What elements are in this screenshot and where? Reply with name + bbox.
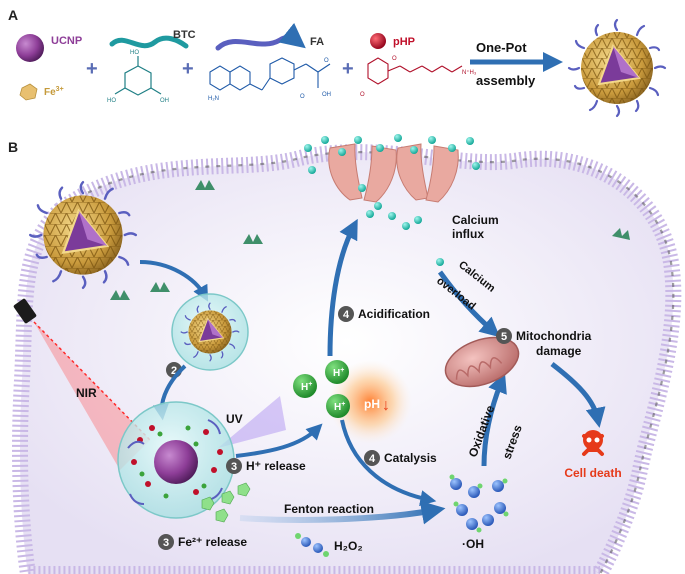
fe-release-label: Fe²⁺ release xyxy=(178,535,247,549)
fa-label: FA xyxy=(310,36,324,48)
ph-glow xyxy=(328,360,412,444)
calcium-ions xyxy=(304,134,480,266)
cell-death-label: Cell death xyxy=(564,466,621,480)
fa-strand-icon xyxy=(215,22,306,51)
php-label: pHP xyxy=(393,36,415,48)
svg-text:HO: HO xyxy=(130,50,139,56)
svg-text:H+: H+ xyxy=(301,381,312,393)
fa-structure: H₂N O OH O xyxy=(208,57,331,102)
step-4-cat-badge xyxy=(364,450,380,466)
step-4-cat-number: 4 xyxy=(369,453,376,465)
step-2-number: 2 xyxy=(171,365,177,377)
lysosome-h-dots xyxy=(139,425,207,499)
nir-label: NIR xyxy=(76,386,97,400)
membrane-inner-line xyxy=(59,151,675,574)
nir-beam xyxy=(34,322,150,470)
h-ion-1: H+ xyxy=(293,374,317,398)
svg-text:OH: OH xyxy=(160,98,169,104)
step-3-fe-badge xyxy=(158,534,174,550)
endocytosis-arrow xyxy=(139,260,209,302)
svg-text:H+: H+ xyxy=(334,401,345,413)
h-release-arrow xyxy=(235,423,323,458)
uv-label: UV xyxy=(226,412,243,426)
fe-label: Fe3+ xyxy=(44,86,64,98)
calcium-influx-label-2: influx xyxy=(452,227,484,241)
step-3-fe-number: 3 xyxy=(163,537,169,549)
oh-radicals xyxy=(449,474,509,533)
receptor-icons xyxy=(110,180,630,300)
step-3-h-number: 3 xyxy=(231,461,237,473)
plus-sign-2: + xyxy=(182,58,194,80)
step-5-number: 5 xyxy=(501,331,507,343)
uv-beam xyxy=(218,396,286,448)
calcium-overload-arrow xyxy=(437,270,501,338)
assembly-label: assembly xyxy=(476,73,536,88)
acidification-label: Acidification xyxy=(358,307,430,321)
calcium-channel xyxy=(328,143,459,203)
svg-text:HO: HO xyxy=(107,98,116,104)
ucnp-label: UCNP xyxy=(51,35,82,47)
panel-b-label: B xyxy=(8,139,18,155)
svg-text:H₂N: H₂N xyxy=(208,96,219,102)
step-5-badge xyxy=(496,328,512,344)
fenton-arrow xyxy=(239,500,446,525)
lysosome-php-dots xyxy=(131,425,223,495)
calcium-influx-label-1: Calcium xyxy=(452,213,499,227)
h-release-label: H⁺ release xyxy=(246,459,306,473)
ph-down-arrow: ↓ xyxy=(382,397,390,414)
btc-structure: HO HO OH xyxy=(107,50,169,104)
php-sphere-icon xyxy=(370,33,386,49)
fe-ions-released xyxy=(201,482,251,523)
svg-text:O: O xyxy=(324,58,329,64)
ph-label: pH xyxy=(364,397,380,411)
svg-text:O: O xyxy=(300,94,305,100)
onepot-label: One-Pot xyxy=(476,40,527,55)
mitochondrion-icon xyxy=(444,336,520,388)
mitochondria-label-1: Mitochondria xyxy=(516,329,592,343)
fe-crystal-icon xyxy=(19,83,38,101)
h-ion-2: H+ xyxy=(325,360,349,384)
svg-text:H+: H+ xyxy=(333,367,344,379)
catalysis-arrow xyxy=(340,419,437,506)
step-4-acid-badge xyxy=(338,306,354,322)
step-3-h-badge xyxy=(226,458,242,474)
php-structure: O O N⁺H₃ xyxy=(360,56,477,98)
panel-a-label: A xyxy=(8,7,18,23)
svg-text:N⁺H₃: N⁺H₃ xyxy=(462,69,477,76)
acidification-arrow xyxy=(327,218,358,357)
h2o2-label: H₂O₂ xyxy=(334,539,363,553)
plus-sign-3: + xyxy=(342,58,354,80)
btc-label: BTC xyxy=(173,29,196,41)
svg-text:O: O xyxy=(360,92,365,98)
lysosome-ucnp-core xyxy=(154,440,198,484)
panel-b: B Calcium influ xyxy=(0,130,685,574)
oxidative-stress-arrow xyxy=(481,372,507,467)
assembled-nanoparticle-icon xyxy=(567,18,667,118)
svg-text:OH: OH xyxy=(322,92,331,98)
fenton-label: Fenton reaction xyxy=(284,502,374,516)
panel-a: A UCNP Fe3+ + BTC HO HO OH + FA H₂N xyxy=(8,7,667,118)
laser-device-icon xyxy=(13,298,37,324)
btc-strand-icon xyxy=(109,35,189,49)
oh-label: ·OH xyxy=(462,537,484,551)
h2o2-molecule-icon xyxy=(295,533,329,557)
step-4-acid-number: 4 xyxy=(343,309,350,321)
plus-sign: + xyxy=(86,58,98,80)
ucnp-sphere-icon xyxy=(16,34,44,62)
mitochondria-label-2: damage xyxy=(536,344,582,358)
h-ion-3: H+ xyxy=(326,394,350,418)
svg-text:O: O xyxy=(392,56,397,62)
catalysis-label: Catalysis xyxy=(384,451,437,465)
cell-death-arrow xyxy=(550,362,606,428)
skull-icon xyxy=(582,430,604,456)
